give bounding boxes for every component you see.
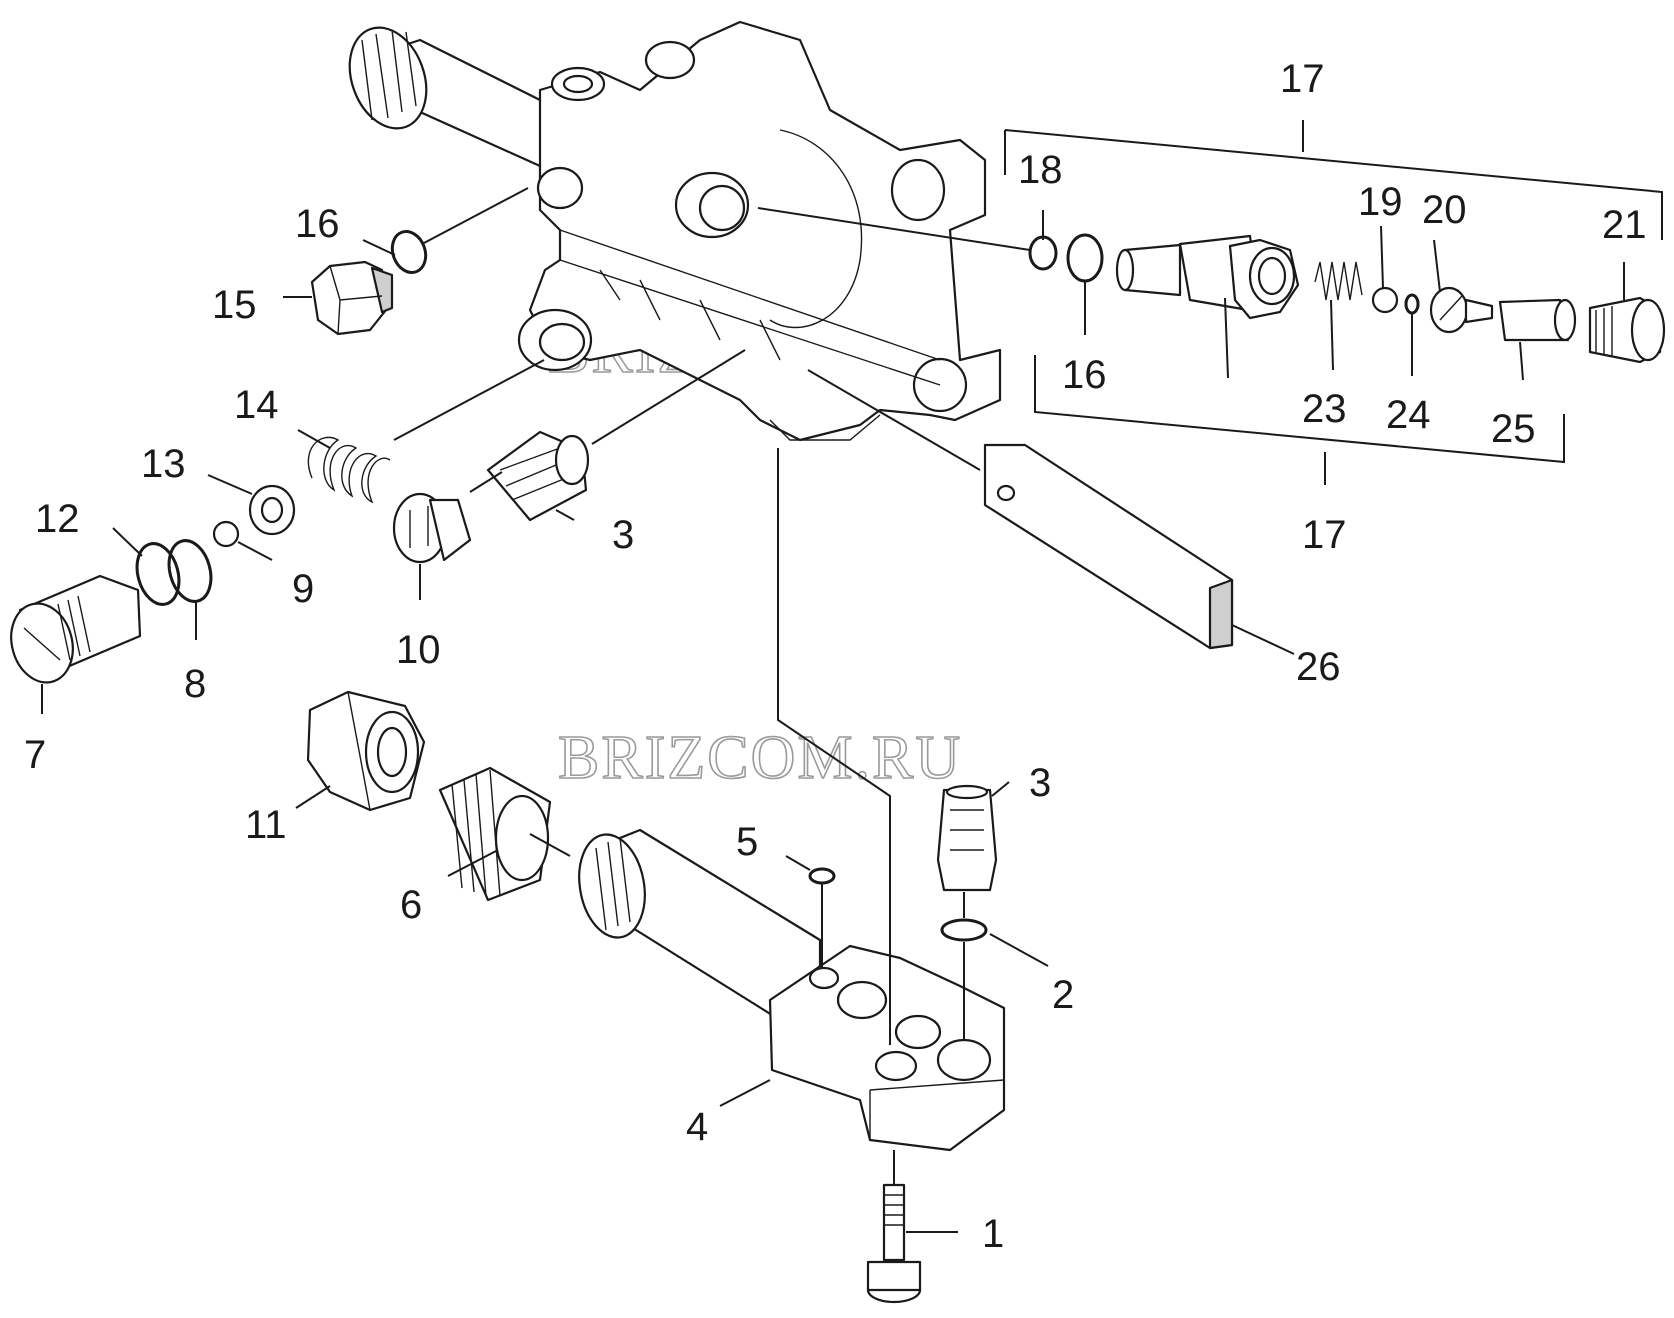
callout-5: 5: [736, 820, 758, 864]
part-1-bolt: [882, 1183, 906, 1262]
callout-3-top: 3: [612, 513, 634, 557]
part-12-oring: [135, 542, 181, 606]
callout-23: 23: [1302, 387, 1347, 431]
part-19-ball: [1371, 286, 1399, 314]
callout-25: 25: [1491, 407, 1536, 451]
part-24-oring: [1404, 293, 1420, 315]
callout-9: 9: [292, 567, 314, 611]
callout-17-bottom: 17: [1302, 513, 1347, 557]
part-16-oring-left: [390, 230, 428, 274]
callout-26: 26: [1296, 645, 1341, 689]
part-16-oring-right: [1066, 233, 1104, 283]
callout-3-bottom: 3: [1029, 761, 1051, 805]
part-2-oring: [940, 918, 988, 942]
callout-13: 13: [141, 442, 186, 486]
callout-7: 7: [24, 733, 46, 777]
callout-11: 11: [245, 803, 287, 847]
part-8-oring: [167, 539, 213, 603]
callout-2: 2: [1052, 973, 1074, 1017]
callout-21: 21: [1602, 203, 1647, 247]
callout-17-top: 17: [1280, 57, 1325, 101]
callout-16-right: 16: [1062, 353, 1107, 397]
part-18-oring: [1028, 235, 1058, 271]
part-14-spring: [307, 436, 391, 504]
callout-14: 14: [234, 383, 279, 427]
part-9-ball: [212, 520, 240, 548]
part-5-oring: [808, 867, 836, 885]
callout-6: 6: [400, 883, 422, 927]
callout-18: 18: [1018, 148, 1063, 192]
callout-labels: 17 18 19 20 21 16 15 16 14 23 24 25 13 1…: [24, 57, 1647, 1256]
callout-19: 19: [1358, 180, 1403, 224]
callout-4: 4: [686, 1105, 708, 1149]
part-23-spring: [1314, 261, 1363, 301]
callout-1: 1: [982, 1212, 1004, 1256]
leader-lines: [41, 120, 1663, 1233]
part-4-manifold: [768, 944, 1006, 1152]
watermark-middle: BRIZCOM.RU: [558, 724, 962, 792]
callout-12: 12: [35, 497, 80, 541]
callout-20: 20: [1422, 188, 1467, 232]
lower-parts: [306, 690, 1006, 1304]
part-26-plate: [983, 443, 1234, 650]
unloader-assembly-parts: [1028, 233, 1666, 364]
callout-10: 10: [396, 628, 441, 672]
part-3-valve-bottom: [936, 788, 998, 892]
callout-24: 24: [1386, 393, 1431, 437]
callout-8: 8: [184, 662, 206, 706]
callout-16-left: 16: [295, 202, 340, 246]
pump-head-housing: [348, 20, 1002, 442]
left-small-parts: [10, 230, 590, 684]
callout-15: 15: [212, 283, 257, 327]
